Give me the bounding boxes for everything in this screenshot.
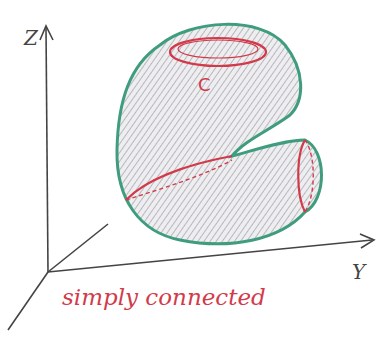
end-section-front	[298, 140, 305, 212]
x-axis-back	[48, 224, 108, 272]
top-circle	[170, 38, 266, 66]
top-circle-inner	[178, 40, 258, 58]
y-arrowhead	[360, 234, 374, 248]
end-section-back	[305, 140, 313, 212]
cross-sections	[126, 38, 313, 212]
z-arrowhead	[40, 26, 53, 40]
caption-note: simply connected	[62, 286, 266, 309]
lower-section-front	[126, 156, 232, 200]
lower-section-back	[126, 160, 232, 200]
axis-label: Y	[352, 262, 365, 282]
curve-label: C	[198, 76, 211, 94]
x-axis-front	[8, 272, 48, 330]
solid-region	[117, 24, 322, 243]
z-axis	[46, 28, 48, 272]
axis-label: Z	[24, 28, 38, 48]
